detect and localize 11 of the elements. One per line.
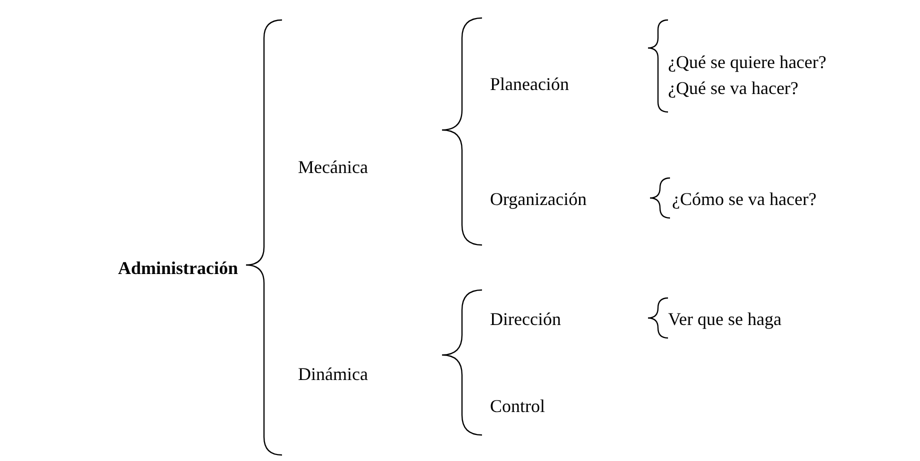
question-text: Ver que se haga: [668, 308, 782, 330]
question-text: ¿Qué se quiere hacer?: [668, 51, 826, 73]
category-text: Control: [490, 395, 546, 417]
category-text: Organización: [490, 188, 587, 210]
heading-text: Administración: [118, 257, 238, 279]
category-text: Dirección: [490, 308, 561, 330]
question-text: ¿Cómo se va hacer?: [672, 188, 816, 210]
category-text: Planeación: [490, 73, 569, 95]
category-text: Dinámica: [298, 363, 368, 385]
category-text: Mecánica: [298, 156, 368, 178]
question-text: ¿Qué se va hacer?: [668, 77, 798, 99]
